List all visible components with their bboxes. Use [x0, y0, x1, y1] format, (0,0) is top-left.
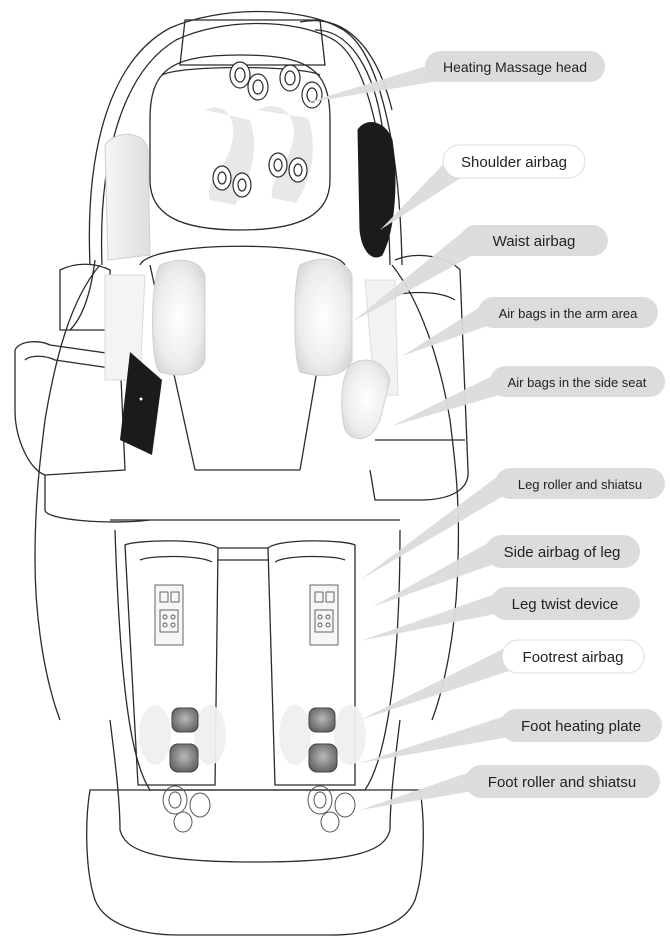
- svg-text:Foot roller and shiatsu: Foot roller and shiatsu: [488, 774, 636, 791]
- callout-foot-roller-shiatsu: Foot roller and shiatsu: [465, 765, 660, 798]
- svg-text:Leg twist device: Leg twist device: [512, 596, 619, 613]
- callout-heating-massage-head: Heating Massage head: [425, 51, 605, 82]
- svg-text:Heating Massage head: Heating Massage head: [443, 59, 587, 75]
- svg-text:Waist airbag: Waist airbag: [493, 233, 576, 250]
- svg-text:Leg roller and shiatsu: Leg roller and shiatsu: [518, 477, 642, 492]
- svg-text:Air bags in the arm area: Air bags in the arm area: [499, 306, 639, 321]
- left-back-pads: [105, 134, 150, 380]
- callout-leg-roller-shiatsu: Leg roller and shiatsu: [495, 468, 665, 499]
- svg-text:Foot heating plate: Foot heating plate: [521, 718, 641, 735]
- callout-waist-airbag: Waist airbag: [460, 225, 608, 256]
- callout-foot-heating-plate: Foot heating plate: [500, 709, 662, 742]
- svg-text:Shoulder airbag: Shoulder airbag: [461, 154, 567, 171]
- leg-roller-mechanism: [155, 585, 338, 645]
- svg-text:Footrest airbag: Footrest airbag: [523, 649, 624, 666]
- callout-footrest-airbag: Footrest airbag: [502, 640, 644, 673]
- callout-arm-area-airbags: Air bags in the arm area: [478, 297, 658, 328]
- foot-rollers: [163, 786, 355, 832]
- svg-text:Side airbag of leg: Side airbag of leg: [504, 544, 621, 561]
- waist-airbags: [153, 259, 353, 375]
- callout-leg-twist-device: Leg twist device: [490, 587, 640, 620]
- callout-side-airbag-leg: Side airbag of leg: [485, 535, 640, 568]
- callout-side-seat-airbags: Air bags in the side seat: [490, 366, 665, 397]
- svg-text:Air bags in the side seat: Air bags in the side seat: [508, 375, 647, 390]
- massage-rollers: [205, 62, 322, 205]
- callout-shoulder-airbag: Shoulder airbag: [443, 145, 585, 178]
